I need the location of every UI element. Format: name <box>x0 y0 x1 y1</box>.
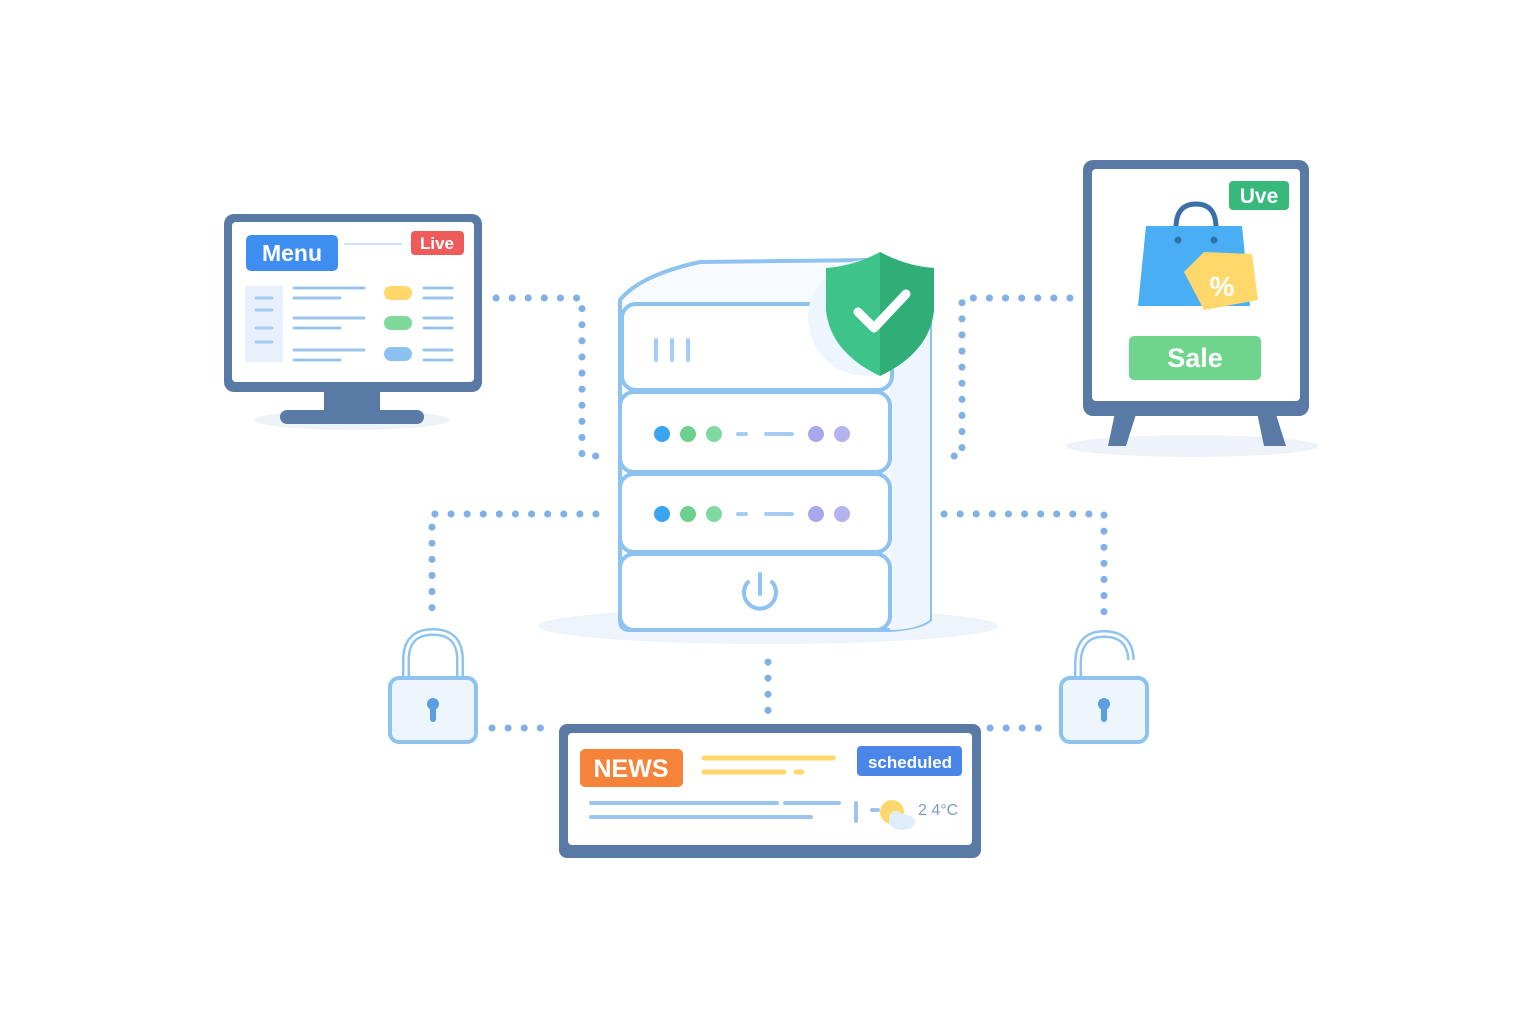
menu-title: Menu <box>262 240 322 266</box>
link-server-kiosk <box>944 298 1070 456</box>
open-lock-icon <box>1061 634 1147 742</box>
uve-status: Uve <box>1240 185 1279 208</box>
link-server-left-lock <box>432 514 596 612</box>
server <box>538 252 998 644</box>
link-server-monitor <box>496 298 604 456</box>
menu-monitor: Menu Live <box>224 214 482 430</box>
link-server-right-lock <box>944 514 1104 612</box>
tag-symbol: % <box>1210 271 1235 302</box>
news-ticker-display: NEWS scheduled 2 4°C <box>559 724 981 858</box>
temperature-readout: 2 4°C <box>918 802 958 819</box>
news-title: NEWS <box>594 755 669 783</box>
closed-lock-icon <box>390 632 476 742</box>
sale-kiosk: Uve % Sale <box>1066 160 1318 457</box>
server-power-bay <box>620 554 890 630</box>
scheduled-status: scheduled <box>868 753 952 772</box>
sale-button-label: Sale <box>1167 343 1223 373</box>
live-status: Live <box>420 234 454 253</box>
